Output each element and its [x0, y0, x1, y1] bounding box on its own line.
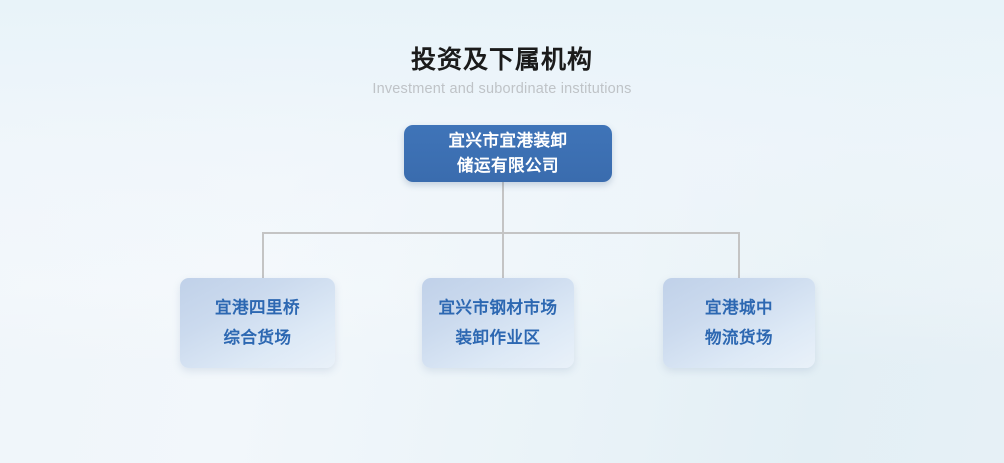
- org-node-child-1[interactable]: 宜港四里桥 综合货场: [180, 278, 335, 368]
- org-node-child-3[interactable]: 宜港城中 物流货场: [663, 278, 815, 368]
- org-node-child-3-line-2: 物流货场: [705, 329, 773, 347]
- connector-trunk-root: [502, 181, 504, 234]
- chart-heading: 投资及下属机构 Investment and subordinate insti…: [0, 44, 1004, 99]
- org-node-child-2[interactable]: 宜兴市钢材市场 装卸作业区: [422, 278, 574, 368]
- page-subtitle: Investment and subordinate institutions: [372, 81, 632, 97]
- org-node-root[interactable]: 宜兴市宜港装卸 储运有限公司: [404, 125, 612, 182]
- connector-drop-child-2: [502, 232, 504, 279]
- org-node-child-2-line-2: 装卸作业区: [455, 329, 541, 347]
- org-node-child-3-line-1: 宜港城中: [705, 299, 773, 317]
- org-node-child-2-line-1: 宜兴市钢材市场: [438, 299, 558, 317]
- connector-drop-child-3: [738, 232, 740, 279]
- org-node-root-line-1: 宜兴市宜港装卸: [448, 131, 568, 150]
- connector-horizontal-bus: [262, 232, 740, 234]
- org-node-root-line-2: 储运有限公司: [457, 156, 559, 175]
- org-node-child-1-line-2: 综合货场: [223, 329, 292, 347]
- org-node-child-1-line-1: 宜港四里桥: [215, 299, 300, 317]
- connector-drop-child-1: [262, 232, 264, 279]
- page-title: 投资及下属机构: [410, 46, 593, 74]
